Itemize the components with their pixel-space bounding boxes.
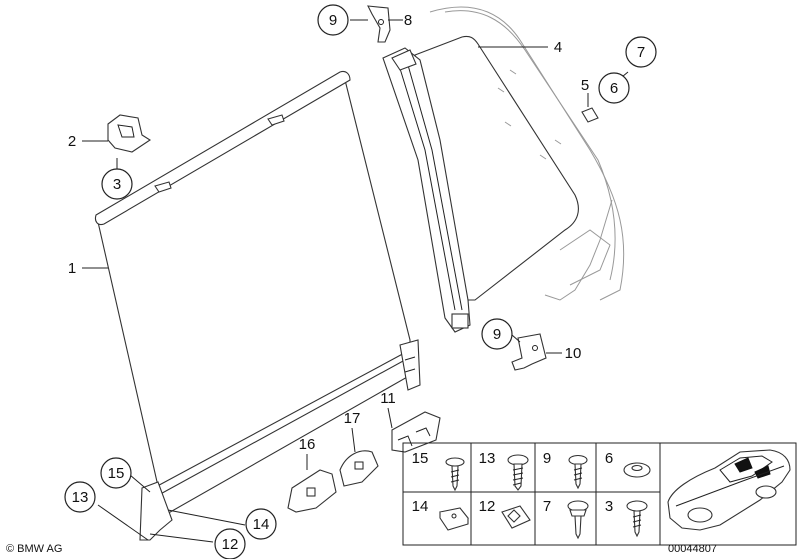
screw-15-icon (445, 457, 465, 492)
car-body-outline (429, 6, 625, 301)
table-label-7: 7 (543, 498, 551, 515)
svg-text:1: 1 (68, 260, 76, 277)
clip-12-icon (501, 505, 531, 529)
nut-14-icon (439, 507, 469, 531)
callout-5: 5 (581, 77, 589, 94)
svg-text:9: 9 (543, 450, 551, 467)
callout-4: 4 (554, 39, 562, 56)
table-label-14: 14 (412, 498, 429, 515)
svg-text:4: 4 (554, 39, 562, 56)
svg-text:7: 7 (543, 498, 551, 515)
callout-3: 3 (101, 168, 133, 200)
callout-11: 11 (380, 390, 396, 407)
table-label-13: 13 (479, 450, 496, 467)
screw-9-icon (568, 454, 588, 490)
callout-16: 16 (299, 436, 316, 453)
svg-text:14: 14 (412, 498, 429, 515)
screw-7-icon (567, 500, 589, 540)
copyright-note: © BMW AG (6, 543, 62, 555)
svg-text:6: 6 (610, 80, 618, 97)
callout-2: 2 (68, 133, 76, 150)
svg-text:16: 16 (299, 436, 316, 453)
svg-text:7: 7 (637, 44, 645, 61)
callout-13: 13 (64, 481, 96, 513)
cover-16 (287, 469, 337, 513)
svg-text:15: 15 (412, 450, 429, 467)
svg-text:3: 3 (113, 176, 121, 193)
svg-text:11: 11 (380, 390, 396, 407)
table-label-3: 3 (605, 498, 613, 515)
callout-6: 6 (598, 72, 630, 104)
callout-9-bottom: 9 (481, 318, 513, 350)
holder-2 (107, 114, 152, 153)
screw-3-icon (626, 500, 648, 538)
callout-7: 7 (625, 36, 657, 68)
svg-text:10: 10 (565, 345, 582, 362)
table-label-15: 15 (412, 450, 429, 467)
svg-text:00044807: 00044807 (668, 543, 717, 555)
svg-text:15: 15 (108, 465, 125, 482)
callout-14: 14 (245, 508, 277, 540)
clip-5 (581, 107, 599, 123)
bracket-10 (511, 333, 547, 371)
svg-text:12: 12 (222, 536, 239, 553)
table-label-9: 9 (543, 450, 551, 467)
svg-text:17: 17 (344, 410, 361, 427)
svg-text:13: 13 (72, 489, 89, 506)
screw-13-icon (507, 454, 529, 491)
svg-text:3: 3 (605, 498, 613, 515)
callout-15: 15 (100, 457, 132, 489)
bracket-8 (367, 5, 391, 43)
svg-text:5: 5 (581, 77, 589, 94)
callout-10: 10 (565, 345, 582, 362)
svg-text:9: 9 (493, 326, 501, 343)
roller-blind (94, 70, 421, 541)
diagram-number: 00044807 (668, 543, 717, 555)
svg-text:9: 9 (329, 12, 337, 29)
table-label-6: 6 (605, 450, 613, 467)
svg-text:14: 14 (253, 516, 270, 533)
callout-1: 1 (68, 260, 76, 277)
table-label-12: 12 (479, 498, 496, 515)
car-thumbnail-icon (667, 449, 791, 531)
callout-17: 17 (344, 410, 361, 427)
cover-17 (339, 450, 379, 487)
svg-text:6: 6 (605, 450, 613, 467)
svg-text:© BMW AG: © BMW AG (6, 543, 62, 555)
mount-11 (391, 411, 441, 453)
svg-text:12: 12 (479, 498, 496, 515)
callout-8: 8 (404, 12, 412, 29)
washer-6-icon (623, 462, 651, 478)
window-seal-strip (382, 47, 471, 333)
svg-text:13: 13 (479, 450, 496, 467)
callout-12: 12 (214, 528, 246, 559)
callout-9-top: 9 (317, 4, 349, 36)
parts-table (402, 442, 797, 546)
svg-text:2: 2 (68, 133, 76, 150)
svg-text:8: 8 (404, 12, 412, 29)
